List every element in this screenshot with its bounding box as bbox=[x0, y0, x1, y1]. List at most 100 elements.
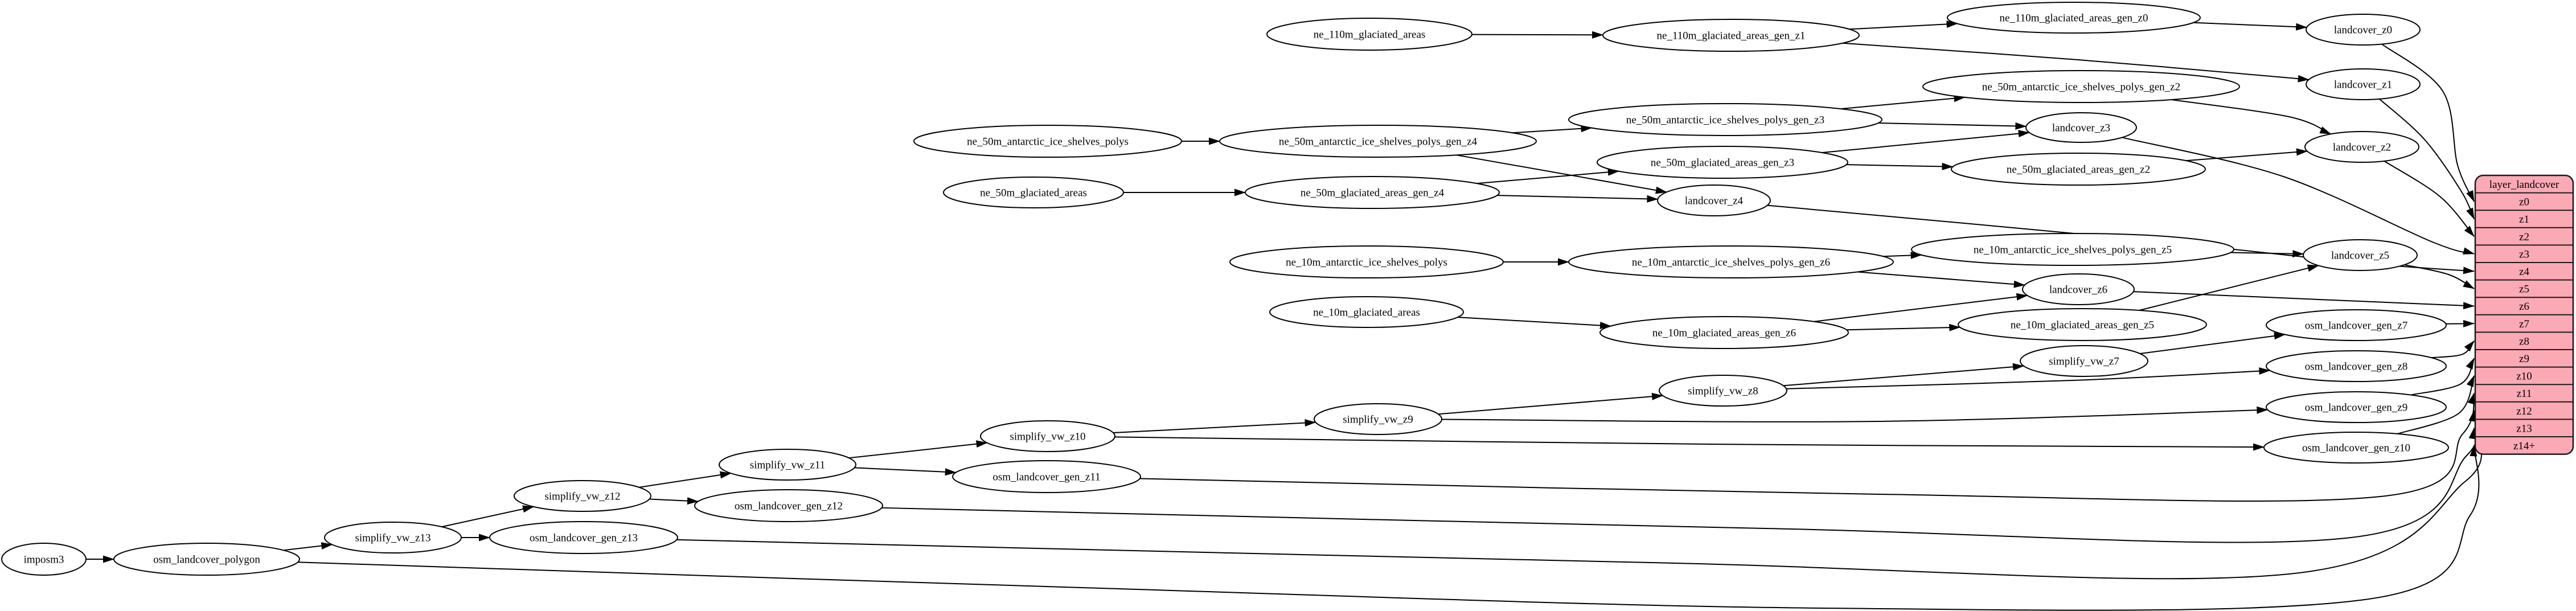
edge-simplify_vw_z11-to-simplify_vw_z10 bbox=[848, 440, 988, 459]
node-label-osm_landcover_gen_z8: osm_landcover_gen_z8 bbox=[2305, 361, 2407, 373]
edge-ne_50m_glaciated_areas_gen_z3-to-ne_50m_glaciated_areas_gen_z2 bbox=[1846, 162, 1954, 170]
node-ellipse-landcover_z0 bbox=[2306, 14, 2421, 46]
edge-landcover_z6-to-layer-z6 bbox=[2133, 291, 2475, 310]
node-ne_110m_glaciated_areas_gen_z1: ne_110m_glaciated_areas_gen_z1 bbox=[1602, 19, 1860, 52]
edge-ne_50m_antarctic_ice_shelves_polys_gen_z3-to-ne_50m_antarctic_ice_shelves_polys_gen_z2 bbox=[1841, 95, 1966, 110]
table-row-z9: z9 bbox=[2519, 353, 2529, 365]
node-ne_50m_antarctic_ice_shelves_polys: ne_50m_antarctic_ice_shelves_polys bbox=[913, 125, 1182, 158]
node-label-ne_50m_glaciated_areas: ne_50m_glaciated_areas bbox=[980, 187, 1087, 199]
node-landcover_z0: landcover_z0 bbox=[2306, 14, 2421, 46]
edge-osm_landcover_gen_z13-to-layer-z13 bbox=[676, 427, 2482, 580]
edge-ne_50m_antarctic_ice_shelves_polys_gen_z2-to-landcover_z2 bbox=[2171, 99, 2332, 135]
node-label-osm_landcover_gen_z13: osm_landcover_gen_z13 bbox=[530, 532, 638, 544]
edge-simplify_vw_z12-to-osm_landcover_gen_z12 bbox=[649, 497, 699, 505]
node-simplify_vw_z12: simplify_vw_z12 bbox=[514, 480, 651, 512]
node-label-ne_110m_glaciated_areas: ne_110m_glaciated_areas bbox=[1314, 29, 1426, 41]
node-label-simplify_vw_z7: simplify_vw_z7 bbox=[2049, 356, 2119, 368]
node-ne_50m_antarctic_ice_shelves_polys_gen_z4: ne_50m_antarctic_ice_shelves_polys_gen_z… bbox=[1219, 125, 1537, 158]
node-ellipse-osm_landcover_gen_z8 bbox=[2266, 350, 2447, 382]
node-label-simplify_vw_z11: simplify_vw_z11 bbox=[750, 460, 825, 471]
node-label-ne_10m_glaciated_areas_gen_z5: ne_10m_glaciated_areas_gen_z5 bbox=[2011, 319, 2154, 331]
node-osm_landcover_gen_z9: osm_landcover_gen_z9 bbox=[2266, 391, 2447, 423]
edge-ne_110m_glaciated_areas_gen_z0-to-landcover_z0 bbox=[2193, 22, 2308, 31]
node-ne_50m_glaciated_areas: ne_50m_glaciated_areas bbox=[943, 177, 1124, 208]
edge-simplify_vw_z13-to-simplify_vw_z12 bbox=[441, 505, 535, 528]
node-ne_50m_antarctic_ice_shelves_polys_gen_z2: ne_50m_antarctic_ice_shelves_polys_gen_z… bbox=[1922, 70, 2240, 103]
edge-osm_landcover_polygon-to-layer-z14+ bbox=[298, 445, 2480, 611]
edge-ne_10m_glaciated_areas_gen_z6-to-ne_10m_glaciated_areas_gen_z5 bbox=[1846, 323, 1961, 331]
node-simplify_vw_z10: simplify_vw_z10 bbox=[980, 420, 1115, 452]
node-ellipse-osm_landcover_gen_z9 bbox=[2266, 391, 2447, 423]
node-ne_10m_antarctic_ice_shelves_polys_gen_z5: ne_10m_antarctic_ice_shelves_polys_gen_z… bbox=[1911, 233, 2234, 266]
table-row-z11: z11 bbox=[2517, 388, 2532, 400]
node-ellipse-osm_landcover_gen_z7 bbox=[2266, 309, 2447, 341]
node-label-simplify_vw_z13: simplify_vw_z13 bbox=[355, 532, 431, 544]
edge-ne_10m_antarctic_ice_shelves_polys_gen_z6-to-landcover_z6 bbox=[1857, 271, 2025, 288]
node-ellipse-ne_50m_glaciated_areas bbox=[943, 177, 1124, 208]
node-osm_landcover_polygon: osm_landcover_polygon bbox=[113, 543, 300, 576]
node-label-ne_50m_glaciated_areas_gen_z2: ne_50m_glaciated_areas_gen_z2 bbox=[2007, 164, 2150, 176]
edge-ne_10m_antarctic_ice_shelves_polys_gen_z6-to-ne_10m_antarctic_ice_shelves_polys_gen_z5 bbox=[1882, 251, 1922, 259]
node-ellipse-ne_10m_glaciated_areas_gen_z5 bbox=[1958, 308, 2207, 341]
node-ne_50m_glaciated_areas_gen_z3: ne_50m_glaciated_areas_gen_z3 bbox=[1597, 146, 1848, 179]
node-osm_landcover_gen_z10: osm_landcover_gen_z10 bbox=[2263, 432, 2449, 464]
node-label-landcover_z1: landcover_z1 bbox=[2334, 79, 2392, 91]
node-osm_landcover_gen_z11: osm_landcover_gen_z11 bbox=[952, 460, 1141, 493]
nodes-layer: ne_110m_glaciated_areas ne_110m_glaciated… bbox=[1, 2, 2449, 576]
node-ellipse-simplify_vw_z13 bbox=[324, 522, 462, 553]
node-label-landcover_z4: landcover_z4 bbox=[1685, 195, 1744, 207]
node-osm_landcover_gen_z8: osm_landcover_gen_z8 bbox=[2266, 350, 2447, 382]
node-label-simplify_vw_z8: simplify_vw_z8 bbox=[1688, 386, 1758, 397]
edge-ne_10m_glaciated_areas-to-ne_10m_glaciated_areas_gen_z6 bbox=[1457, 317, 1611, 329]
node-ellipse-landcover_z3 bbox=[2025, 112, 2137, 143]
node-label-simplify_vw_z12: simplify_vw_z12 bbox=[545, 491, 621, 503]
node-ellipse-simplify_vw_z8 bbox=[1659, 375, 1787, 407]
edge-ne_50m_glaciated_areas_gen_z4-to-ne_50m_glaciated_areas_gen_z3 bbox=[1476, 168, 1619, 184]
node-label-simplify_vw_z9: simplify_vw_z9 bbox=[1343, 414, 1413, 426]
node-ellipse-osm_landcover_gen_z10 bbox=[2263, 432, 2449, 464]
table-row-z3: z3 bbox=[2519, 248, 2529, 260]
edge-ne_10m_antarctic_ice_shelves_polys_gen_z5-to-landcover_z5 bbox=[2230, 250, 2304, 258]
node-ellipse-osm_landcover_gen_z13 bbox=[489, 521, 678, 554]
node-ellipse-ne_50m_glaciated_areas_gen_z3 bbox=[1597, 146, 1848, 179]
node-label-simplify_vw_z10: simplify_vw_z10 bbox=[1010, 431, 1086, 443]
node-ne_110m_glaciated_areas_gen_z0: ne_110m_glaciated_areas_gen_z0 bbox=[1947, 2, 2201, 34]
node-label-ne_110m_glaciated_areas_gen_z0: ne_110m_glaciated_areas_gen_z0 bbox=[2000, 13, 2148, 24]
edge-osm_landcover_polygon-to-simplify_vw_z13 bbox=[283, 542, 333, 551]
edge-simplify_vw_z8-to-simplify_vw_z7 bbox=[1783, 363, 2024, 387]
node-ne_10m_glaciated_areas_gen_z5: ne_10m_glaciated_areas_gen_z5 bbox=[1958, 308, 2207, 341]
edge-ne_110m_glaciated_areas_gen_z1-to-ne_110m_glaciated_areas_gen_z0 bbox=[1849, 20, 1958, 30]
node-label-osm_landcover_gen_z12: osm_landcover_gen_z12 bbox=[735, 501, 843, 512]
node-landcover_z2: landcover_z2 bbox=[2304, 131, 2419, 163]
node-ellipse-ne_50m_glaciated_areas_gen_z4 bbox=[1245, 176, 1500, 209]
node-ellipse-osm_landcover_gen_z11 bbox=[952, 460, 1141, 493]
node-ellipse-landcover_z1 bbox=[2306, 68, 2421, 100]
table-row-z2: z2 bbox=[2519, 231, 2529, 243]
node-ellipse-ne_50m_antarctic_ice_shelves_polys_gen_z4 bbox=[1219, 125, 1537, 158]
node-ellipse-landcover_z4 bbox=[1657, 184, 1771, 216]
table-row-z6: z6 bbox=[2519, 301, 2529, 313]
node-ellipse-simplify_vw_z12 bbox=[514, 480, 651, 512]
edge-landcover_z3-to-layer-z3 bbox=[2122, 137, 2475, 255]
node-ellipse-ne_110m_glaciated_areas_gen_z1 bbox=[1602, 19, 1860, 52]
node-simplify_vw_z8: simplify_vw_z8 bbox=[1659, 375, 1787, 407]
table-row-z13: z13 bbox=[2516, 423, 2532, 434]
edge-landcover_z1-to-layer-z1 bbox=[2379, 99, 2475, 220]
node-ellipse-ne_50m_antarctic_ice_shelves_polys bbox=[913, 125, 1182, 158]
node-ellipse-ne_50m_antarctic_ice_shelves_polys_gen_z3 bbox=[1568, 103, 1882, 136]
edge-ne_50m_glaciated_areas_gen_z2-to-landcover_z2 bbox=[2186, 148, 2308, 162]
node-ellipse-simplify_vw_z10 bbox=[980, 420, 1115, 452]
edge-ne_110m_glaciated_areas_gen_z1-to-landcover_z1 bbox=[1842, 42, 2310, 83]
layer-landcover-table: layer_landcoverz0z1z2z3z4z5z6z7z8z9z10z1… bbox=[2474, 174, 2574, 455]
node-simplify_vw_z9: simplify_vw_z9 bbox=[1314, 403, 1442, 435]
edge-ne_10m_glaciated_areas_gen_z5-to-landcover_z5 bbox=[2139, 264, 2319, 311]
edge-simplify_vw_z10-to-osm_landcover_gen_z10 bbox=[1114, 436, 2265, 451]
node-label-ne_10m_glaciated_areas: ne_10m_glaciated_areas bbox=[1313, 307, 1420, 319]
node-ellipse-ne_10m_antarctic_ice_shelves_polys_gen_z5 bbox=[1911, 233, 2234, 266]
edges-layer bbox=[86, 20, 2482, 611]
node-ellipse-landcover_z5 bbox=[2303, 239, 2418, 271]
node-label-imposm3: imposm3 bbox=[24, 554, 64, 566]
node-imposm3: imposm3 bbox=[1, 543, 87, 576]
node-landcover_z1: landcover_z1 bbox=[2306, 68, 2421, 100]
